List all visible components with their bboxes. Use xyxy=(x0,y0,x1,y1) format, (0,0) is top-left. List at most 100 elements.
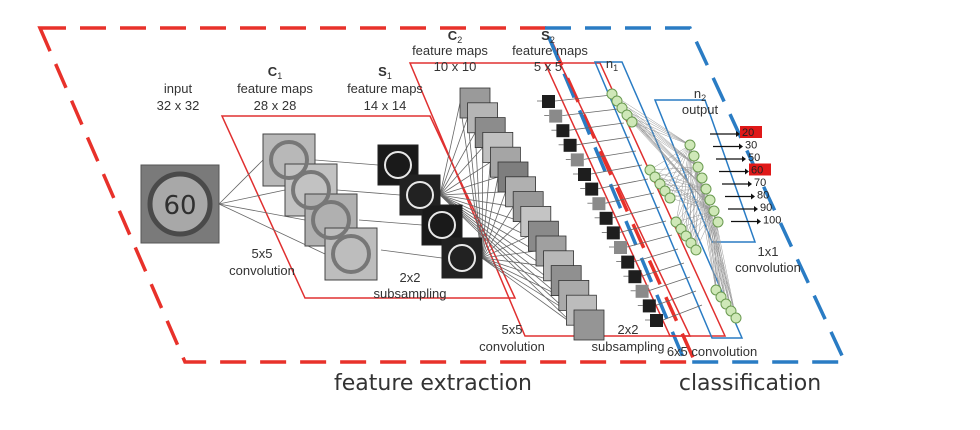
s2-title: S2 xyxy=(541,28,555,45)
c1-feature-maps xyxy=(262,133,378,281)
connection-line xyxy=(481,257,575,326)
connection-line xyxy=(669,166,699,199)
connection-line xyxy=(562,108,619,116)
connection-line xyxy=(576,136,631,146)
c2-title: C2 xyxy=(448,28,462,45)
output-label-90: 90 xyxy=(760,202,772,214)
connection-line xyxy=(616,100,691,146)
sub1-name: subsampling xyxy=(374,286,447,301)
classification-region xyxy=(542,26,848,364)
connection-line xyxy=(631,121,699,168)
sub1-size: 2x2 xyxy=(400,270,421,285)
connection-line xyxy=(634,248,679,262)
connection-line xyxy=(439,102,461,196)
connection-line xyxy=(621,107,691,146)
connection-line xyxy=(481,191,506,259)
connection-line xyxy=(474,132,483,259)
connection-line xyxy=(641,262,685,277)
output-label-30: 30 xyxy=(745,140,757,152)
connection-line xyxy=(481,176,499,259)
input-sign-value: 60 xyxy=(163,191,196,221)
connection-line xyxy=(439,176,499,196)
connection-line xyxy=(611,93,691,146)
conv4-size: 1x1 xyxy=(758,244,779,259)
c1-title: C1 xyxy=(268,64,282,81)
s2-name: feature maps xyxy=(512,43,588,58)
s1-title: S1 xyxy=(378,64,392,81)
sub2-size: 2x2 xyxy=(618,322,639,337)
connection-line xyxy=(569,122,625,131)
s2-map xyxy=(635,284,649,298)
output-arrowhead xyxy=(745,168,749,175)
conv1-name: convolution xyxy=(229,263,295,278)
connection-line xyxy=(689,144,692,244)
output-arrowhead xyxy=(757,218,761,225)
connection-line xyxy=(713,210,737,319)
s2-map xyxy=(599,211,613,225)
connection-line xyxy=(439,194,514,207)
s2-map xyxy=(650,314,663,327)
connection-line xyxy=(689,144,737,319)
s2-map xyxy=(621,255,635,269)
connection-line xyxy=(598,178,649,189)
classification-caption: classification xyxy=(679,371,821,396)
connection-line xyxy=(662,304,703,321)
connection-lines xyxy=(218,93,737,326)
output-label-20: 20 xyxy=(742,127,754,139)
connection-line xyxy=(439,194,537,252)
conv3-name: 6x5 convolution xyxy=(667,344,757,359)
connection-line xyxy=(439,194,529,237)
connection-line xyxy=(689,144,732,312)
conv1-size: 5x5 xyxy=(252,246,273,261)
output-label-100: 100 xyxy=(763,215,781,227)
n2-neuron xyxy=(692,161,704,173)
connection-line xyxy=(439,132,476,196)
connection-line xyxy=(439,147,484,196)
c2-name: feature maps xyxy=(412,43,488,58)
connection-line xyxy=(358,219,423,226)
s2-size: 5 x 5 xyxy=(534,59,562,74)
connection-line xyxy=(439,191,506,196)
connection-line xyxy=(481,235,529,259)
s2-map xyxy=(614,241,627,254)
output-label-60: 60 xyxy=(751,165,763,177)
output-label-80: 80 xyxy=(757,190,769,202)
output-highlight xyxy=(740,126,762,138)
neuron-layers xyxy=(606,88,742,324)
conv2-size: 5x5 xyxy=(502,322,523,337)
connection-line xyxy=(685,144,691,237)
s2-map xyxy=(585,182,599,196)
connection-line xyxy=(481,257,544,267)
connection-line xyxy=(675,144,691,223)
input-sign-image: 60 xyxy=(140,164,220,244)
connection-line xyxy=(669,144,691,199)
connection-line xyxy=(619,220,667,233)
s2-feature-maps xyxy=(542,95,663,327)
output-arrowhead xyxy=(739,143,743,150)
connection-line xyxy=(664,144,691,192)
output-highlight xyxy=(749,163,771,176)
output-label-50: 50 xyxy=(748,152,760,164)
input-title: input xyxy=(164,81,193,96)
s2-map xyxy=(592,197,606,211)
n1-neuron xyxy=(730,312,742,324)
n2-neuron xyxy=(712,216,724,228)
connection-line xyxy=(664,166,699,192)
c1-layer-box xyxy=(220,115,517,299)
s2-map xyxy=(642,299,656,313)
s2-map xyxy=(563,138,577,152)
n2-neuron xyxy=(708,205,720,217)
n2-neuron xyxy=(688,150,700,162)
connection-line xyxy=(481,257,567,311)
s2-map xyxy=(578,168,591,181)
connection-line xyxy=(626,234,673,248)
connection-line xyxy=(481,206,514,259)
connection-line xyxy=(675,210,715,223)
connection-line xyxy=(590,164,643,175)
connection-line xyxy=(655,290,697,306)
conv2-name: convolution xyxy=(479,339,545,354)
n1-neuron xyxy=(626,116,638,128)
c1-size: 28 x 28 xyxy=(254,98,297,113)
s1-size: 14 x 14 xyxy=(364,98,407,113)
c2-feature-maps xyxy=(459,87,605,341)
